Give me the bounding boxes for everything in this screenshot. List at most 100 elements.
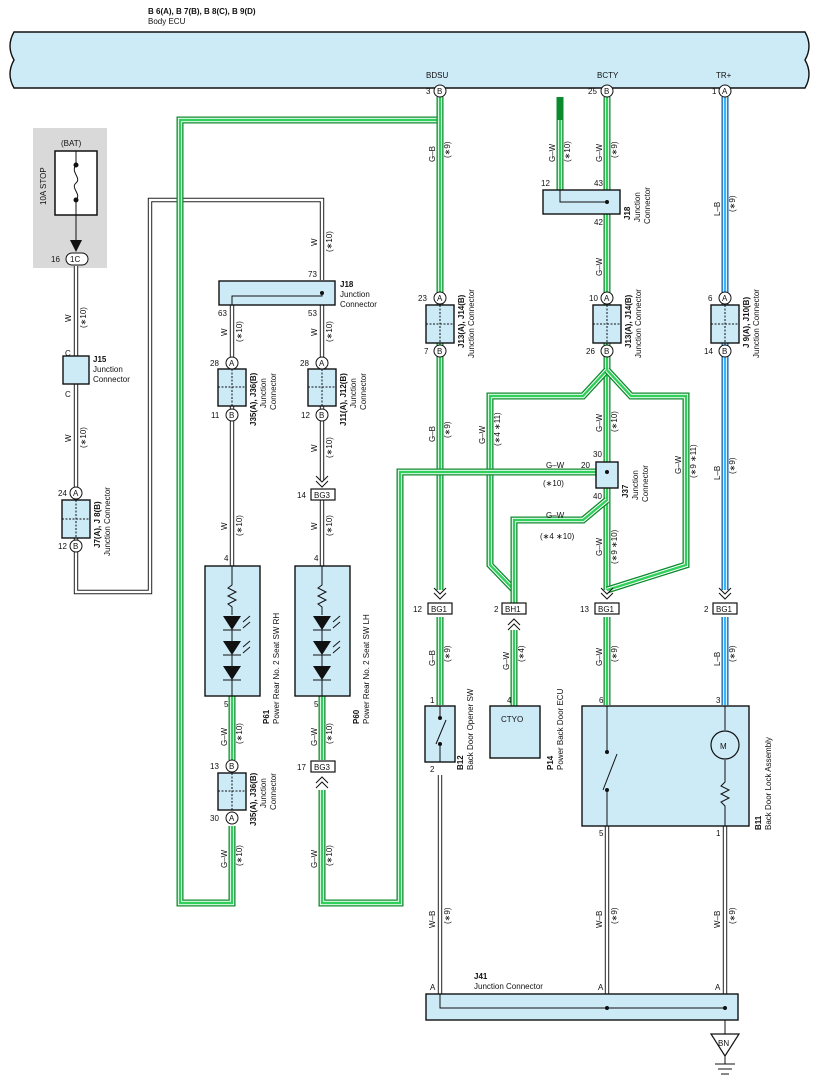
svg-text:4: 4 xyxy=(224,554,229,563)
svg-text:G–W: G–W xyxy=(595,647,604,666)
svg-text:BN: BN xyxy=(718,1039,729,1048)
j35-upper-connector: A B 28 11 J35(A), J36(B) Junction Connec… xyxy=(210,356,278,426)
ecu-pin-bcty: B 25 xyxy=(588,84,614,98)
svg-text:L–B: L–B xyxy=(713,466,722,480)
svg-text:Junction: Junction xyxy=(631,470,640,500)
svg-text:G–B: G–B xyxy=(428,650,437,666)
svg-text:23: 23 xyxy=(418,294,427,303)
j15-connector: J15 Junction Connector xyxy=(62,355,130,385)
svg-text:(∗10): (∗10) xyxy=(610,411,619,432)
svg-text:W: W xyxy=(64,314,73,322)
svg-text:B: B xyxy=(73,542,78,551)
svg-text:BG1: BG1 xyxy=(598,605,615,614)
svg-text:2: 2 xyxy=(494,605,499,614)
bg3-upper-connector: BG3 14 xyxy=(297,475,336,501)
svg-text:6: 6 xyxy=(599,696,604,705)
svg-text:Junction: Junction xyxy=(633,192,642,222)
svg-text:J7(A), J 8(B): J7(A), J 8(B) xyxy=(93,501,102,548)
svg-text:G–W: G–W xyxy=(674,455,683,474)
svg-text:W: W xyxy=(310,328,319,336)
svg-text:G–W: G–W xyxy=(548,143,557,162)
svg-text:W: W xyxy=(220,522,229,530)
svg-text:4: 4 xyxy=(507,696,512,705)
svg-text:12: 12 xyxy=(301,411,310,420)
svg-text:B11: B11 xyxy=(754,815,763,830)
svg-text:(∗10): (∗10) xyxy=(543,479,564,488)
bg1-bcty-connector: BG1 13 xyxy=(580,587,620,615)
ecu-pin-tr: A 1 xyxy=(712,84,732,98)
svg-text:G–B: G–B xyxy=(428,426,437,442)
svg-text:Power Back Door ECU: Power Back Door ECU xyxy=(556,688,565,770)
svg-text:(∗9): (∗9) xyxy=(728,907,737,924)
svg-text:14: 14 xyxy=(297,491,306,500)
svg-text:Junction: Junction xyxy=(259,378,268,408)
svg-text:17: 17 xyxy=(297,763,306,772)
svg-text:W–B: W–B xyxy=(713,911,722,928)
j37-connector: 30 20 40 J37 Junction Connector xyxy=(581,450,650,502)
svg-text:A: A xyxy=(437,294,443,303)
svg-text:A: A xyxy=(722,87,728,96)
svg-text:42: 42 xyxy=(594,218,603,227)
svg-text:G–B: G–B xyxy=(428,146,437,162)
svg-text:(∗10): (∗10) xyxy=(325,515,334,536)
svg-text:Connector: Connector xyxy=(359,373,368,410)
svg-text:W: W xyxy=(220,328,229,336)
svg-text:3: 3 xyxy=(716,696,721,705)
svg-text:A: A xyxy=(319,359,325,368)
svg-text:(∗10): (∗10) xyxy=(325,845,334,866)
svg-text:A: A xyxy=(229,814,235,823)
svg-text:G–W: G–W xyxy=(595,413,604,432)
bh1-connector: BH1 2 xyxy=(494,602,527,631)
svg-text:Connector: Connector xyxy=(340,300,377,309)
svg-text:B: B xyxy=(437,87,442,96)
svg-text:B: B xyxy=(229,411,234,420)
svg-text:BG3: BG3 xyxy=(314,763,331,772)
svg-text:W–B: W–B xyxy=(428,911,437,928)
svg-text:53: 53 xyxy=(308,309,317,318)
svg-text:G–W: G–W xyxy=(595,537,604,556)
svg-text:(∗9): (∗9) xyxy=(443,141,452,158)
svg-text:2: 2 xyxy=(704,605,709,614)
svg-text:(∗10): (∗10) xyxy=(235,515,244,536)
svg-text:24: 24 xyxy=(58,489,67,498)
svg-text:1: 1 xyxy=(430,696,435,705)
svg-text:(∗4 ∗10): (∗4 ∗10) xyxy=(540,532,575,541)
svg-text:Junction Connector: Junction Connector xyxy=(467,289,476,358)
svg-text:J13(A), J14(B): J13(A), J14(B) xyxy=(457,294,466,348)
svg-text:G–W: G–W xyxy=(220,849,229,868)
svg-text:P14: P14 xyxy=(546,755,555,770)
svg-text:BH1: BH1 xyxy=(505,605,521,614)
svg-text:B: B xyxy=(722,347,727,356)
svg-text:Connector: Connector xyxy=(269,373,278,410)
svg-text:26: 26 xyxy=(586,347,595,356)
svg-text:A: A xyxy=(430,983,436,992)
svg-text:Junction Connector: Junction Connector xyxy=(752,289,761,358)
svg-text:Junction Connector: Junction Connector xyxy=(634,289,643,358)
bg3-lower-connector: BG3 17 xyxy=(297,760,336,789)
svg-text:Junction Connector: Junction Connector xyxy=(474,982,543,991)
svg-text:(∗9): (∗9) xyxy=(610,645,619,662)
svg-text:30: 30 xyxy=(593,450,602,459)
svg-text:(∗10): (∗10) xyxy=(563,141,572,162)
svg-text:J35(A), J36(B): J35(A), J36(B) xyxy=(249,772,258,826)
svg-text:7: 7 xyxy=(424,347,429,356)
svg-text:25: 25 xyxy=(588,87,597,96)
svg-text:73: 73 xyxy=(308,270,317,279)
fuse-contact-bottom xyxy=(73,197,79,203)
svg-text:P60: P60 xyxy=(352,709,361,724)
svg-text:2: 2 xyxy=(430,765,435,774)
svg-text:40: 40 xyxy=(593,492,602,501)
svg-text:Connector: Connector xyxy=(269,773,278,810)
svg-text:G–W: G–W xyxy=(595,257,604,276)
ground-icon: BN xyxy=(709,1033,741,1075)
svg-text:(∗10): (∗10) xyxy=(235,321,244,342)
svg-text:14: 14 xyxy=(704,347,713,356)
svg-text:(∗9): (∗9) xyxy=(610,907,619,924)
b11-lock-assembly: 6 3 5 1 M B11 Back Door Lock Assembly xyxy=(581,696,773,838)
svg-text:Connector: Connector xyxy=(643,187,652,224)
svg-text:BG1: BG1 xyxy=(431,605,448,614)
p60-switch: 4 5 P60 Power Rear No. 2 Seat SW LH xyxy=(294,554,371,724)
j7-connector: A B 24 12 J7(A), J 8(B) Junction Connect… xyxy=(58,486,112,556)
svg-text:W: W xyxy=(310,522,319,530)
svg-text:G–W: G–W xyxy=(310,849,319,868)
